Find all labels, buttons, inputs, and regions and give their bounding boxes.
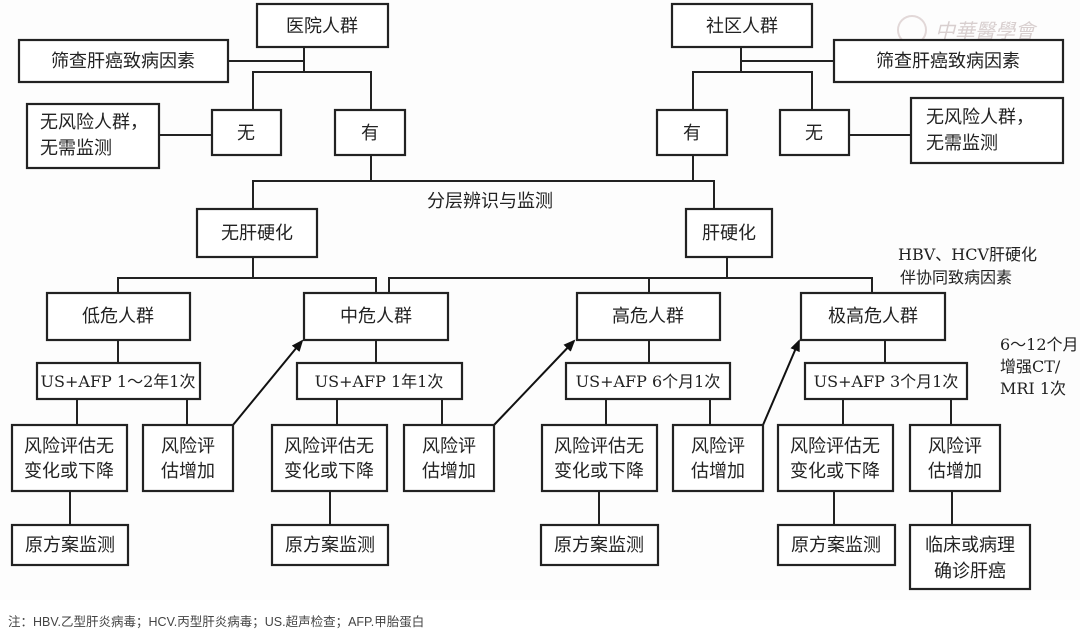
node-no-left: 无 [210, 108, 283, 157]
node-increase-high: 风险评 估增加 [671, 423, 765, 493]
node-label: 无需监测 [926, 133, 998, 154]
node-stable-high: 风险评估无 变化或下降 [540, 423, 659, 493]
node-label: 变化或下降 [24, 461, 114, 482]
flowchart-canvas: 中華醫學會 [10, 2, 1079, 591]
node-label: 中危人群 [340, 306, 412, 327]
node-label: 变化或下降 [790, 461, 880, 482]
node-label: US+AFP 1～2年1次 [41, 372, 196, 391]
connector [252, 71, 372, 110]
connector [252, 180, 715, 209]
note-line: 6～12个月 [1000, 335, 1079, 354]
node-norisk-left: 无风险人群， 无需监测 [25, 102, 161, 170]
note-line: 增强CT/ [1000, 357, 1061, 376]
node-test-low: US+AFP 1～2年1次 [35, 361, 202, 401]
node-test-very-high: US+AFP 3个月1次 [803, 361, 969, 401]
node-test-high: US+AFP 6个月1次 [564, 361, 732, 401]
node-label: 风险评估无 [554, 436, 644, 457]
node-keep-plan-low: 原方案监测 [10, 523, 130, 567]
node-test-mid: US+AFP 1年1次 [295, 361, 464, 401]
node-label: 确诊肝癌 [934, 561, 1006, 582]
node-label: 医院人群 [286, 16, 358, 37]
node-label: 风险评 [928, 436, 982, 457]
node-label: 估增加 [928, 461, 982, 482]
node-label: 无风险人群， [926, 107, 1034, 128]
stratify-label: 分层辨识与监测 [427, 191, 553, 212]
node-label: 风险评 [691, 436, 745, 457]
connector [388, 277, 873, 293]
node-increase-mid: 风险评 估增加 [402, 423, 496, 493]
node-yes-left: 有 [333, 108, 407, 157]
node-keep-plan-mid: 原方案监测 [270, 523, 390, 567]
node-very-high-risk: 极高危人群 [799, 291, 947, 342]
node-increase-low: 风险评 估增加 [141, 423, 235, 493]
node-label: 低危人群 [82, 306, 154, 327]
node-high-risk: 高危人群 [575, 291, 722, 342]
escalation-arrows [232, 339, 800, 426]
node-no-right: 无 [778, 108, 851, 157]
node-label: 风险评 [422, 436, 476, 457]
flowchart: 中華醫學會 [10, 2, 1079, 591]
node-label: 原方案监测 [554, 535, 644, 556]
escalation-arrow [493, 339, 576, 426]
note-line: 伴协同致病因素 [900, 268, 1012, 287]
connectors [69, 47, 953, 525]
node-label: 风险评 [161, 436, 215, 457]
footnote: 注：HBV.乙型肝炎病毒；HCV.丙型肝炎病毒；US.超声检查；AFP.甲胎蛋白 [8, 615, 425, 629]
node-label: 无 [805, 123, 823, 144]
node-stable-mid: 风险评估无 变化或下降 [270, 423, 389, 493]
node-label: 无肝硬化 [221, 223, 293, 244]
node-label: 原方案监测 [25, 535, 115, 556]
node-label: 肝硬化 [702, 223, 756, 244]
node-label: 风险评估无 [24, 436, 114, 457]
node-label: 变化或下降 [284, 461, 374, 482]
node-label: US+AFP 6个月1次 [576, 372, 721, 391]
node-stable-very-high: 风险评估无 变化或下降 [776, 423, 895, 493]
node-no-cirrhosis: 无肝硬化 [195, 207, 319, 259]
node-increase-very-high: 风险评 估增加 [908, 423, 1002, 493]
node-label: 极高危人群 [828, 306, 918, 327]
connector [117, 277, 377, 293]
node-label: 风险评估无 [284, 436, 374, 457]
node-keep-plan-high: 原方案监测 [539, 523, 660, 567]
connector [692, 71, 813, 110]
node-label: 有 [683, 123, 701, 144]
node-label: 社区人群 [706, 16, 778, 37]
node-label: 无风险人群， [40, 112, 148, 133]
node-community-population: 社区人群 [670, 2, 814, 49]
node-screen-left: 筛查肝癌致病因素 [17, 38, 230, 84]
ct-mri-note: 6～12个月 增强CT/ MRI 1次 [1000, 335, 1079, 398]
node-stable-low: 风险评估无 变化或下降 [10, 423, 129, 493]
hbv-hcv-note: HBV、HCV肝硬化 伴协同致病因素 [898, 245, 1037, 287]
escalation-arrow [762, 339, 800, 426]
node-label: 原方案监测 [791, 535, 881, 556]
node-cirrhosis: 肝硬化 [684, 207, 774, 259]
node-norisk-right: 无风险人群， 无需监测 [909, 96, 1065, 165]
node-screen-right: 筛查肝癌致病因素 [832, 38, 1065, 84]
node-label: 临床或病理 [925, 535, 1015, 556]
node-low-risk: 低危人群 [45, 291, 192, 342]
node-mid-risk: 中危人群 [302, 291, 450, 342]
node-label: 估增加 [422, 461, 476, 482]
node-label: 筛查肝癌致病因素 [51, 51, 195, 72]
escalation-arrow [232, 339, 304, 426]
node-label: 无需监测 [40, 138, 112, 159]
node-label: 有 [361, 123, 379, 144]
node-hospital-population: 医院人群 [255, 2, 390, 49]
node-label: 原方案监测 [285, 535, 375, 556]
note-line: MRI 1次 [1000, 379, 1066, 398]
node-label: 无 [237, 123, 255, 144]
node-label: 估增加 [691, 461, 745, 482]
node-keep-plan-very-high: 原方案监测 [776, 523, 897, 567]
node-label: 估增加 [161, 461, 215, 482]
node-label: 高危人群 [612, 306, 684, 327]
note-line: HBV、HCV肝硬化 [898, 245, 1037, 264]
node-label: 风险评估无 [790, 436, 880, 457]
node-label: US+AFP 3个月1次 [814, 372, 959, 391]
node-label: 变化或下降 [554, 461, 644, 482]
node-yes-right: 有 [655, 108, 729, 157]
node-label: 筛查肝癌致病因素 [876, 51, 1020, 72]
node-diagnosis: 临床或病理 确诊肝癌 [908, 523, 1032, 591]
node-label: US+AFP 1年1次 [315, 372, 444, 391]
